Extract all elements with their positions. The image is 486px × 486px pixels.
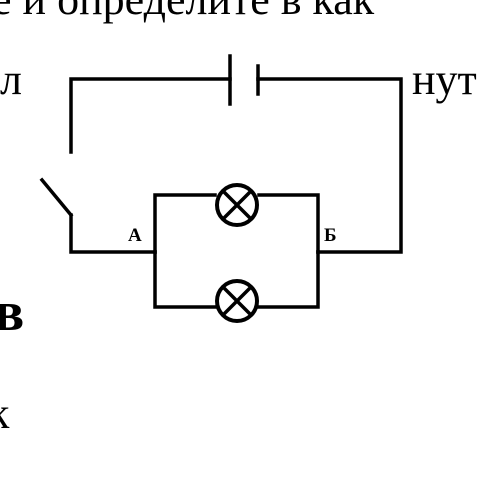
- top-text-fragment: е и определите в как: [0, 0, 375, 24]
- node-b-label: Б: [324, 225, 337, 246]
- right-text-fragment: нут: [412, 55, 477, 104]
- battery-symbol: [228, 54, 260, 106]
- lamp-bottom-icon: [215, 279, 259, 323]
- lamp-top-icon: [215, 183, 259, 227]
- node-a-label: А: [128, 225, 142, 246]
- left-text-fragment: л: [0, 55, 22, 104]
- switch-symbol: [39, 177, 157, 254]
- small-letter-fragment: к: [0, 389, 10, 438]
- main-loop-wire: [69, 77, 403, 254]
- parallel-branches: [153, 193, 320, 309]
- big-letter-fragment: в: [0, 281, 24, 343]
